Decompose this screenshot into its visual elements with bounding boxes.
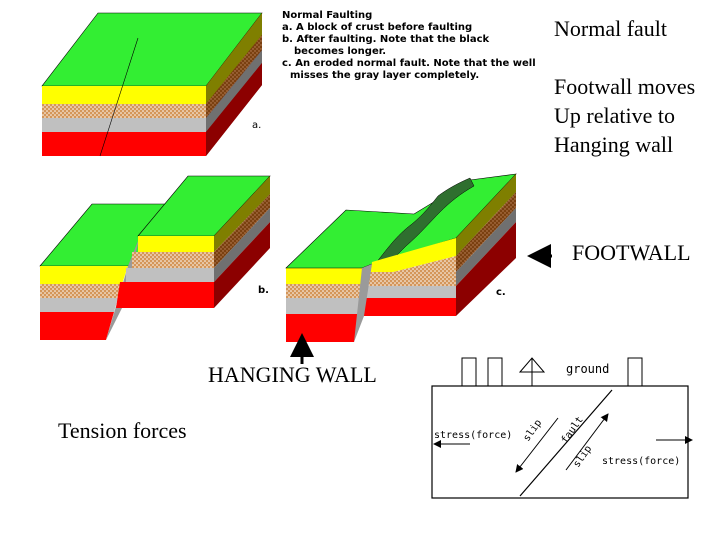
block-a-gray-layer [42,118,206,132]
block-c-label: c. [496,287,506,298]
block-a-fault-line [99,37,139,157]
block-a-yellow-layer [42,86,206,104]
caption-line-c1: c. An eroded normal fault. Note that the… [282,58,536,69]
hanging-wall-label: HANGING WALL [208,362,377,387]
stress-right-label: stress(force) [602,456,680,467]
stress-left-label: stress(force) [434,430,512,441]
block-a-brown-layer [42,104,206,118]
block-c [285,173,517,342]
stress-diagram: ground stress(force) stress(force) slip … [431,357,693,499]
heading-desc-line3: Hanging wall [554,132,674,157]
caption-line-c2: misses the gray layer completely. [290,70,480,81]
heading-desc-line1: Footwall moves [554,74,696,99]
tension-forces-label: Tension forces [58,418,187,443]
stress-fault-line [519,389,613,497]
block-b-label: b. [258,285,269,296]
slip-arrow-right [565,413,609,471]
block-a [41,12,263,157]
caption-line-b1: b. After faulting. Note that the black [282,34,490,45]
block-c-fault-rubble [371,177,475,273]
caption-title: Normal Faulting [282,10,373,21]
figure-caption: Normal Faulting a. A block of crust befo… [282,10,536,82]
heading-desc-line2: Up relative to [554,103,675,128]
heading-block: Normal fault Footwall moves Up relative … [554,14,695,159]
caption-line-b2: becomes longer. [294,46,387,57]
slip-arrow-left [515,417,559,473]
block-b-footwall-red [116,282,214,308]
ground-label: ground [566,362,609,376]
block-c-footwall-red [358,298,456,316]
caption-line-a: a. A block of crust before faulting [282,22,473,33]
heading-title: Normal fault [554,16,668,41]
footwall-label: FOOTWALL [572,240,691,265]
stress-box [431,385,689,499]
block-a-red-layer [42,132,206,156]
block-b-hanging-red [40,312,114,340]
block-c-hanging-red [286,314,362,342]
block-a-label: a. [252,120,262,131]
block-b [39,175,271,340]
